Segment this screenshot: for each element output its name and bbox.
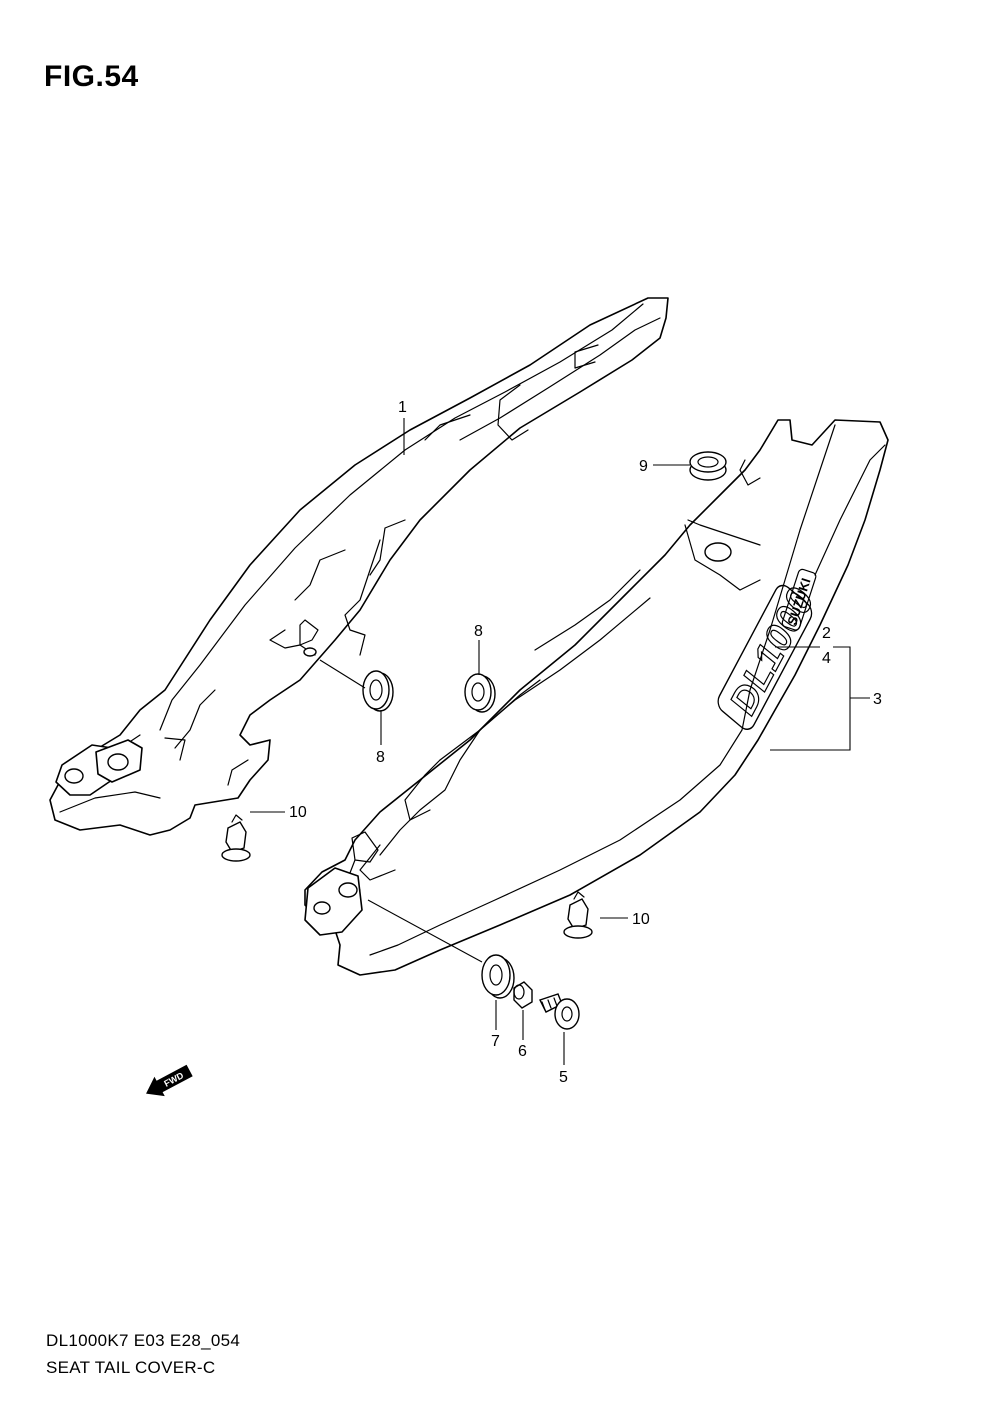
- callout-4: 4: [822, 650, 831, 667]
- callout-3: 3: [873, 691, 882, 708]
- callout-8-left: 8: [376, 749, 385, 766]
- part-10-clip-right[interactable]: [563, 891, 593, 939]
- part-1-inner-tail-frame[interactable]: [49, 297, 669, 836]
- callout-labels: 1 2 3 4 5 6 7 8 8 9 10 10: [289, 399, 882, 1086]
- forward-direction-arrow-icon: FWD: [146, 1064, 193, 1097]
- figure-title: FIG.54: [44, 60, 139, 93]
- model-code: DL1000K7 E03 E28_054: [46, 1331, 241, 1350]
- callout-9: 9: [639, 458, 648, 475]
- section-name: SEAT TAIL COVER-C: [46, 1358, 216, 1377]
- callout-7: 7: [491, 1033, 500, 1050]
- part-8-grommet-center[interactable]: [464, 673, 496, 713]
- callout-8-center: 8: [474, 623, 483, 640]
- callout-6: 6: [518, 1043, 527, 1060]
- callout-10-right: 10: [632, 911, 650, 928]
- part-6-collar[interactable]: [513, 981, 533, 1009]
- callout-10-left: 10: [289, 804, 307, 821]
- part-7-grommet[interactable]: [481, 954, 515, 999]
- part-10-clip-left[interactable]: [221, 814, 251, 862]
- part-5-bolt[interactable]: [539, 993, 580, 1030]
- callout-2: 2: [822, 625, 831, 642]
- leader-lines: [250, 418, 870, 1065]
- part-3-seat-tail-cover[interactable]: [304, 419, 889, 976]
- callout-1: 1: [398, 399, 407, 416]
- part-9-grommet[interactable]: [689, 451, 727, 481]
- callout-5: 5: [559, 1069, 568, 1086]
- part-8-grommet-left[interactable]: [362, 670, 394, 712]
